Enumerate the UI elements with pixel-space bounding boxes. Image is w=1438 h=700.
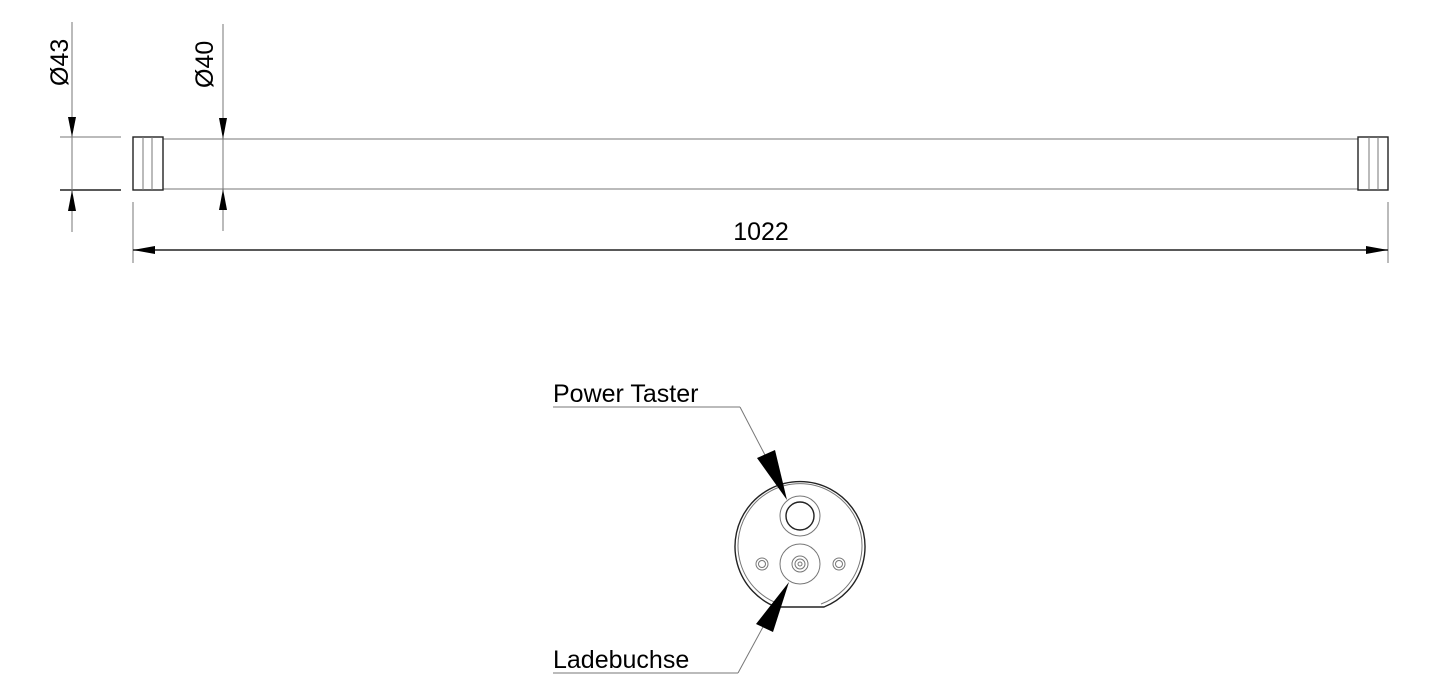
screw-left [755,557,769,571]
dimension-length: 1022 [132,202,1389,263]
dimension-tube-diameter: Ø40 [191,24,227,231]
dimension-tube-diameter-label: Ø40 [191,41,219,88]
power-button-outline [779,495,821,537]
dimension-outer-diameter-label: Ø43 [46,39,74,86]
dimension-outer-diameter: Ø43 [46,22,121,232]
screw-right [832,557,846,571]
end-view [734,480,866,608]
tube-side-view [132,136,1389,191]
dimension-length-label: 1022 [733,218,789,246]
charging-port-label: Ladebuchse [553,646,689,674]
power-button-label: Power Taster [553,380,698,408]
end-cap-left [132,136,164,191]
callout-power-button: Power Taster [553,380,787,500]
charging-port-outline [779,543,821,585]
end-cap-right [1357,136,1389,191]
callout-charging-port: Ladebuchse [553,582,789,674]
